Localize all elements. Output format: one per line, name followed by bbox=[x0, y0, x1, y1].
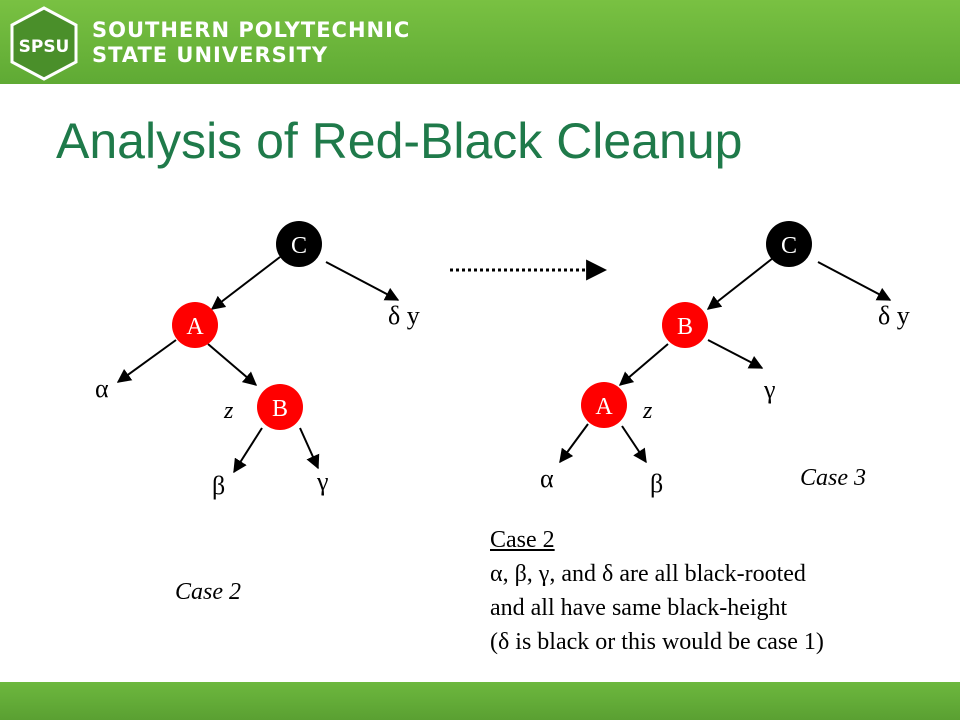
left-label-delta-y: δ y bbox=[388, 301, 420, 330]
edge-ra-beta bbox=[621, 425, 647, 464]
footer-bar bbox=[0, 682, 960, 720]
edge-rb-a bbox=[618, 343, 669, 386]
left-node-c: C bbox=[276, 221, 322, 267]
right-label-beta: β bbox=[650, 469, 663, 498]
edge-a-alpha bbox=[116, 339, 177, 383]
edge-rc-delta bbox=[817, 261, 892, 301]
edge-c-delta bbox=[325, 261, 400, 301]
right-label-gamma: γ bbox=[763, 375, 776, 404]
edge-rb-gamma bbox=[707, 339, 764, 369]
logo-text-line2: STATE UNIVERSITY bbox=[92, 43, 329, 67]
header-banner bbox=[0, 0, 960, 84]
left-tree-edges bbox=[116, 256, 400, 474]
left-node-a-label: A bbox=[186, 314, 204, 340]
left-node-a: A bbox=[172, 302, 218, 348]
left-label-alpha: α bbox=[95, 374, 109, 403]
logo-mark-text: SPSU bbox=[19, 37, 70, 57]
notes-line2: and all have same black-height bbox=[490, 595, 788, 621]
left-node-c-label: C bbox=[291, 233, 307, 259]
left-label-z: z bbox=[223, 398, 234, 424]
notes-heading: Case 2 bbox=[490, 527, 555, 553]
edge-a-b bbox=[207, 343, 258, 386]
notes-line1: α, β, γ, and δ are all black-rooted bbox=[490, 561, 806, 587]
right-label-alpha: α bbox=[540, 464, 554, 493]
edge-b-beta bbox=[233, 427, 263, 474]
right-node-b: B bbox=[662, 302, 708, 348]
edge-ra-alpha bbox=[559, 423, 589, 464]
notes-line3: (δ is black or this would be case 1) bbox=[490, 629, 824, 655]
edge-b-gamma bbox=[299, 427, 320, 470]
left-label-beta: β bbox=[212, 471, 225, 500]
left-node-b: B bbox=[257, 384, 303, 430]
right-tree-edges bbox=[559, 257, 892, 464]
right-node-b-label: B bbox=[677, 314, 693, 340]
logo-text-line1: SOUTHERN POLYTECHNIC bbox=[92, 18, 411, 42]
edge-rc-b bbox=[706, 257, 774, 310]
edge-c-a bbox=[210, 256, 281, 310]
left-label-gamma: γ bbox=[316, 467, 329, 496]
right-tree-caption: Case 3 bbox=[800, 465, 866, 491]
slide-title: Analysis of Red-Black Cleanup bbox=[56, 113, 743, 169]
right-label-z: z bbox=[642, 398, 653, 424]
left-node-b-label: B bbox=[272, 396, 288, 422]
right-node-a: A bbox=[581, 382, 627, 428]
left-tree-caption: Case 2 bbox=[175, 579, 241, 605]
right-label-delta-y: δ y bbox=[878, 301, 910, 330]
right-node-a-label: A bbox=[595, 394, 613, 420]
right-node-c-label: C bbox=[781, 233, 797, 259]
logo-mark: SPSU bbox=[10, 6, 78, 81]
logo-hexagon bbox=[10, 6, 78, 81]
right-node-c: C bbox=[766, 221, 812, 267]
